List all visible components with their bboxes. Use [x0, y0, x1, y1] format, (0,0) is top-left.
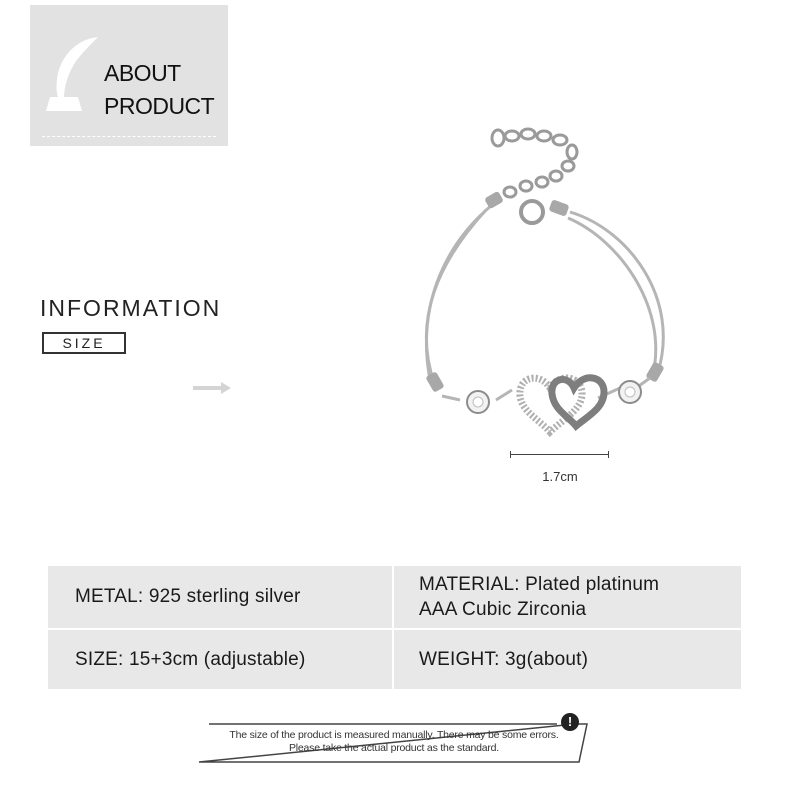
size-spec: SIZE: 15+3cm (adjustable) [48, 630, 394, 689]
weight-spec: WEIGHT: 3g(about) [394, 630, 741, 689]
notice-line2: Please take the actual product as the st… [288, 742, 500, 754]
notice-line1: The size of the product is measured manu… [229, 729, 559, 741]
size-tag: SIZE [42, 332, 126, 354]
about-line: ABOUT [104, 60, 181, 86]
exclamation-icon: ! [561, 713, 579, 731]
metal-spec-text: METAL: 925 sterling silver [75, 586, 301, 607]
measurement-notice: ! The size of the product is measured ma… [197, 710, 591, 766]
information-heading: INFORMATION [40, 295, 222, 321]
measurement-label: 1.7cm [542, 469, 578, 484]
material-spec-line2: AAA Cubic Zirconia [419, 599, 587, 620]
arrow-right-icon [193, 382, 231, 394]
measurement-line [510, 451, 609, 458]
about-product-banner: ABOUT PRODUCT [30, 5, 228, 146]
bracelet-image [424, 127, 665, 438]
notice-frame [198, 723, 588, 763]
weight-spec-text: WEIGHT: 3g(about) [419, 648, 589, 670]
about-product-title: ABOUT PRODUCT [104, 57, 215, 123]
material-spec-line1: MATERIAL: Plated platinum [419, 574, 660, 595]
metal-spec: METAL: 925 sterling silver [48, 566, 394, 630]
spec-table: METAL: 925 sterling silver MATERIAL: Pla… [48, 566, 741, 689]
product-line: PRODUCT [104, 93, 215, 119]
material-spec: MATERIAL: Plated platinum AAA Cubic Zirc… [394, 566, 741, 630]
quill-pen-icon [46, 37, 98, 111]
dashed-divider [42, 136, 216, 137]
size-spec-text: SIZE: 15+3cm (adjustable) [75, 648, 306, 670]
